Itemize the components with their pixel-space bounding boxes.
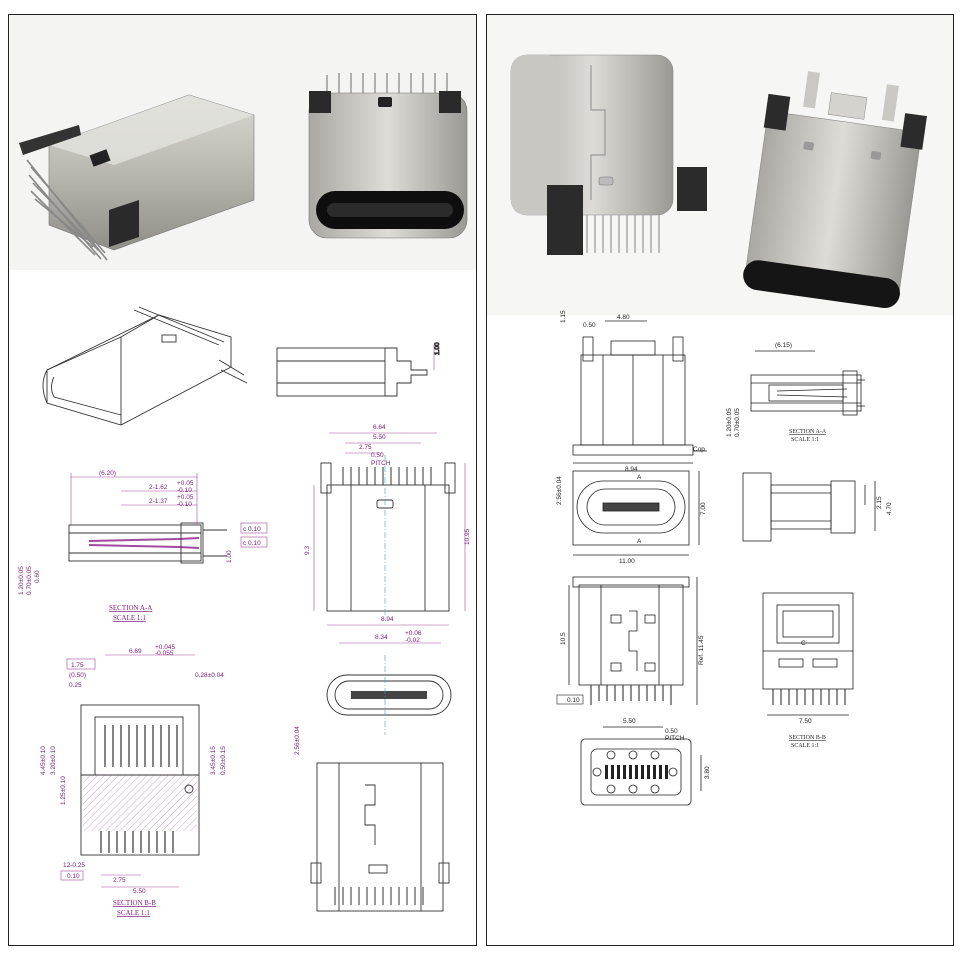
dim-4.80: 4.80	[617, 314, 630, 321]
dim-2.75: 2.75	[359, 444, 372, 451]
dim-1.00b: 1.00	[226, 550, 233, 563]
section-bb-left: 6.69 +0.045 -0.055 0.28±0.04 1.75 (0.50)…	[40, 644, 227, 917]
dim-4.70: 4.70	[886, 502, 893, 515]
section-bb-scale-right: SCALE 1:1	[791, 743, 819, 749]
label-a-top: A	[637, 474, 642, 481]
dim-ref-11.45: Ref. 11.45	[698, 635, 705, 665]
dim-2-1.37: 2-1.37	[149, 498, 168, 505]
right-panel: 1.15 0.50 4.80 Cop 8.94 (6.15)	[486, 14, 954, 946]
dim-6.64: 6.64	[373, 424, 386, 431]
flatness-c010b: c 0.10	[243, 540, 261, 547]
dim-8.94: 8.94	[381, 616, 394, 623]
dim-0.28: 0.28±0.04	[195, 672, 224, 679]
dim-0.70: 0.70±0.05	[26, 566, 33, 595]
pin-front-view-right: 10.5 Ref. 11.45 0.10	[556, 576, 705, 705]
dim-7.00: 7.00	[700, 502, 707, 515]
tol-up: +0.05	[177, 494, 194, 501]
dim-1.20: 1.20±0.05	[726, 408, 733, 437]
flatness-c010a: c 0.10	[243, 526, 261, 533]
dim-2.75b: 2.75	[113, 877, 126, 884]
label-a-bottom: A	[637, 538, 642, 545]
left-drawing: 1.00 (6.20) 2-1.62 +0.05 -0.10 2-1.37 +0…	[9, 15, 476, 917]
front-view-right: 1.15 0.50 4.80 Cop 8.94	[560, 310, 707, 473]
section-bb-caption-right: SECTION B-B	[789, 735, 826, 741]
dim-8.94: 8.94	[625, 466, 638, 473]
dim-7.50: 7.50	[799, 718, 812, 725]
section-bb-scale: SCALE 1:1	[117, 909, 150, 917]
dim-0.25: 0.25	[69, 682, 82, 689]
line-art-isometric	[42, 306, 248, 426]
dim-1.75: 1.75	[71, 662, 84, 669]
tol-dn: -0.055	[155, 650, 174, 657]
dim-12-0.25: 12-0.25	[63, 862, 85, 869]
tol-up: +0.05	[177, 480, 194, 487]
section-aa-caption: SECTION A-A	[109, 604, 152, 612]
dim-0.10: 0.10	[67, 873, 80, 880]
tol-dn: -0.02	[405, 637, 420, 644]
dim-0.50b: (0.50)	[69, 672, 86, 679]
photo-two-connectors	[487, 15, 953, 315]
dim-1.25: 1.25±0.10	[60, 776, 67, 805]
dim-10.5: 10.5	[560, 632, 567, 645]
opening-view-left: 8.34 +0.06 -0.02 2.56±0.04	[294, 630, 452, 755]
line-art-side-view: 1.00	[276, 342, 441, 397]
dim-0.50: 0.50	[371, 452, 384, 459]
back-view-left	[310, 762, 450, 912]
section-bb-caption: SECTION B-B	[113, 899, 156, 907]
opening-view-right: 2.56±0.04 A A 7.00 11.00	[556, 470, 707, 565]
flatness-0.10: 0.10	[567, 697, 580, 704]
dim-8.34: 8.34	[375, 634, 388, 641]
tol-dn: -0.10	[177, 501, 192, 508]
dim-0.50b: 0.50	[665, 728, 678, 735]
dim-2.56: 2.56±0.04	[556, 476, 563, 505]
label-c: C	[801, 640, 806, 647]
dim-0.50: 0.50	[583, 322, 596, 329]
section-aa-left: (6.20) 2-1.62 +0.05 -0.10 2-1.37 +0.05 -…	[18, 470, 268, 622]
dim-2.56: 2.56±0.04	[294, 726, 301, 755]
pitch-label: PITCH	[371, 460, 391, 467]
dim-3.20: 3.20±0.10	[50, 746, 57, 775]
front-view-left: 6.64 5.50 2.75 0.50 PITCH 9.3 10.95 8.	[304, 424, 471, 626]
dim-6.20: (6.20)	[99, 470, 116, 477]
dim-5.50b: 5.50	[133, 888, 146, 895]
section-aa-right: (6.15) 1.20±0.05 0.70±0.05 SECTION A-A S…	[726, 342, 865, 443]
right-drawing: 1.15 0.50 4.80 Cop 8.94 (6.15)	[487, 15, 953, 806]
section-bb-right: C 7.50 SECTION B-B SCALE 1:1	[762, 592, 854, 749]
dim-3.80: 3.80	[704, 766, 711, 779]
dim-0.50c: 0.50±0.15	[220, 746, 227, 775]
left-panel: 1.00 (6.20) 2-1.62 +0.05 -0.10 2-1.37 +0…	[8, 14, 477, 946]
dim-4.45: 4.45±0.10	[40, 746, 47, 775]
dim-2.15: 2.15	[876, 496, 883, 509]
pitch-label-right: PITCH	[665, 735, 685, 742]
dim-9.3: 9.3	[304, 546, 311, 555]
dim-5.50: 5.50	[623, 718, 636, 725]
tol-up: +0.045	[155, 644, 175, 651]
photo-connector-front	[308, 73, 468, 239]
tol-up: +0.06	[405, 630, 422, 637]
footprint-view-right: 5.50 0.50 PITCH 3.80	[580, 718, 711, 806]
tol-dn: -0.10	[177, 487, 192, 494]
dim-6.15: (6.15)	[775, 342, 792, 349]
section-aa-caption-right: SECTION A-A	[789, 429, 827, 435]
dim-0.60: 0.60	[34, 570, 41, 583]
dim-11.00: 11.00	[619, 558, 635, 565]
dim-0.70: 0.70±0.05	[734, 408, 741, 437]
dim-1.00: 1.00	[434, 342, 441, 355]
dim-1.20: 1.20±0.05	[18, 566, 25, 595]
section-aa-scale: SCALE 1:1	[113, 614, 146, 622]
dim-3.45: 3.45±0.15	[210, 746, 217, 775]
dim-5.50: 5.50	[373, 434, 386, 441]
section-aa-scale-right: SCALE 1:1	[791, 437, 819, 443]
dim-6.69: 6.69	[129, 648, 142, 655]
cop-label: Cop	[693, 446, 705, 453]
dim-2-1.62: 2-1.62	[149, 484, 168, 491]
dim-10.95: 10.95	[464, 528, 471, 545]
side-view-right	[742, 472, 876, 542]
dim-1.15: 1.15	[560, 310, 567, 323]
